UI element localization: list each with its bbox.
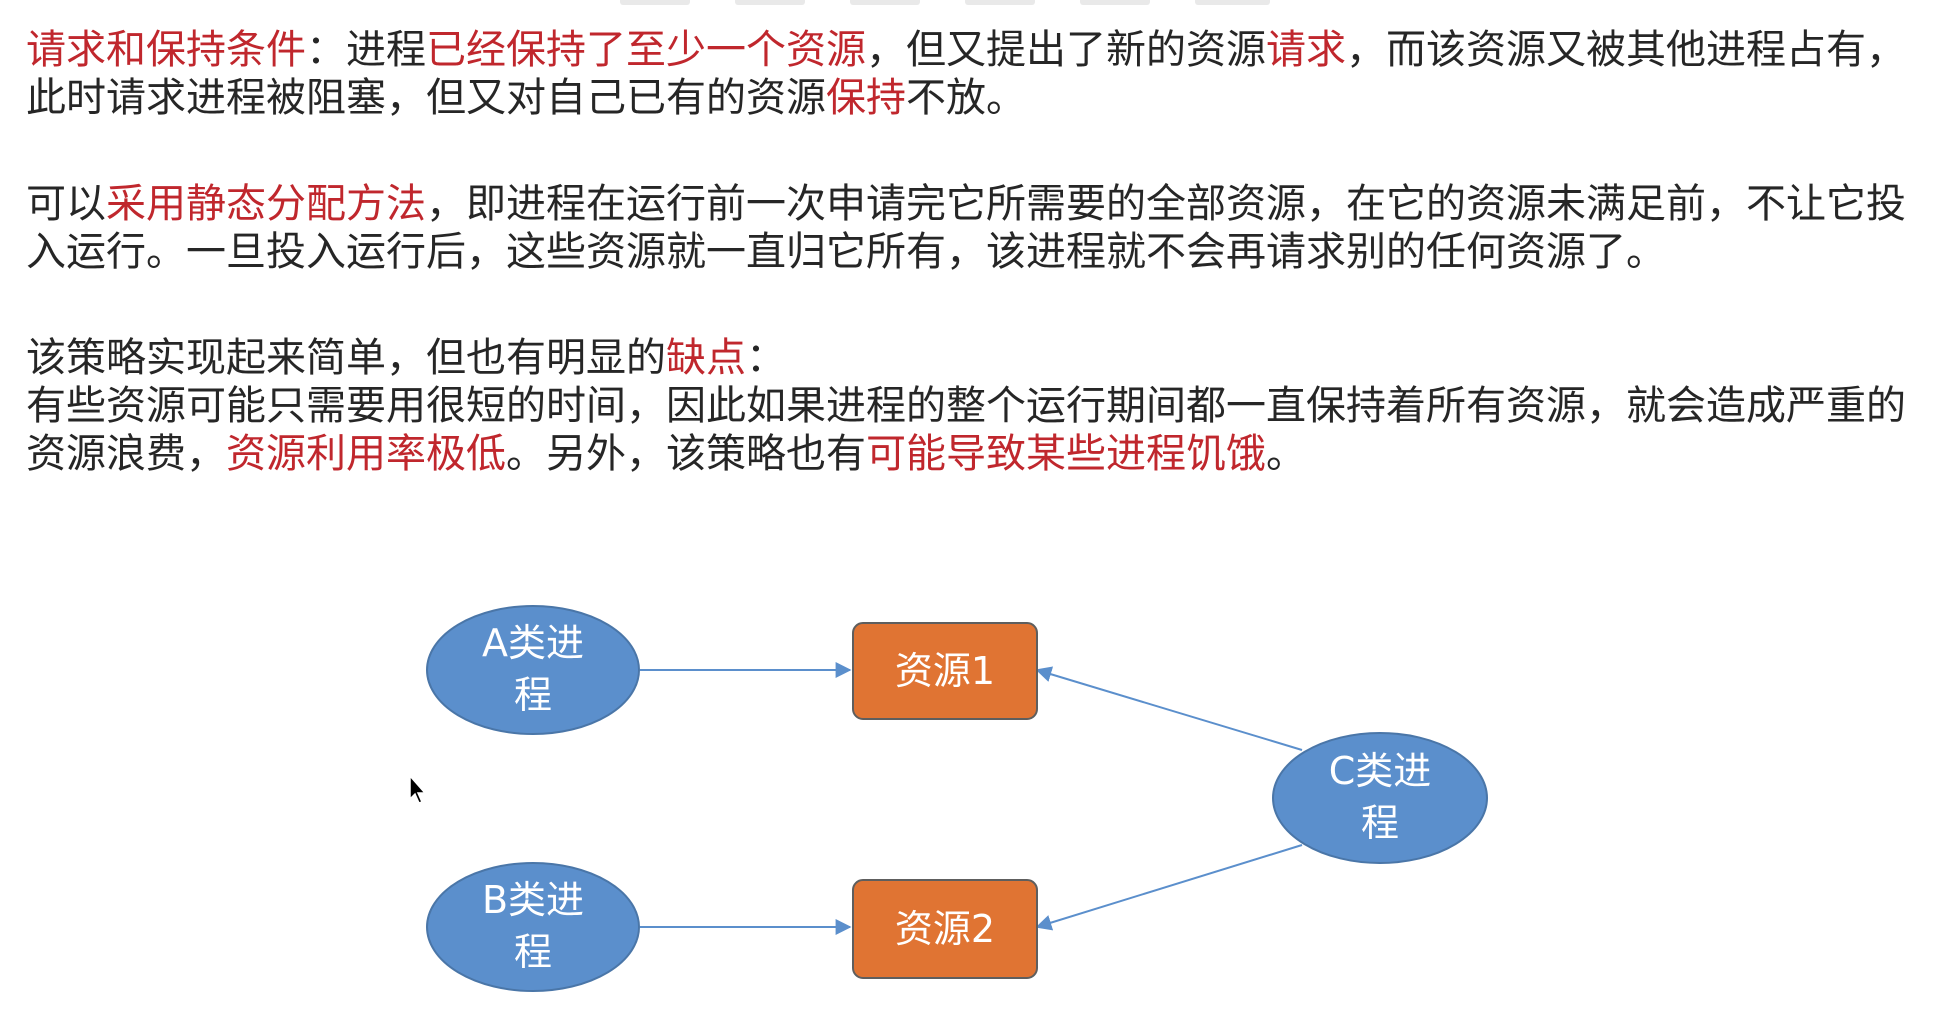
resource2-node: 资源2: [852, 879, 1038, 979]
text-segment: 。: [1266, 431, 1306, 477]
text-segment: ，即进程在运行前一次申请完它所需要的全部资源，在它的资源未满足前，不让它投入运行…: [26, 181, 1906, 275]
highlight-text: 缺点: [666, 335, 746, 381]
resource1-label: 资源1: [895, 649, 995, 693]
highlight-text: 已经保持了至少一个资源: [426, 27, 866, 73]
process-c-label: C类进: [1329, 749, 1432, 793]
process-b-node: B类进 程: [426, 862, 640, 992]
paragraph-drawback-detail: 有些资源可能只需要用很短的时间，因此如果进程的整个运行期间都一直保持着所有资源，…: [26, 382, 1906, 478]
text-segment: ：: [746, 335, 786, 381]
mouse-cursor-icon: [409, 775, 427, 804]
text-segment: 有些资源可能只需要用很短的时间，因此如果进程的整个运行期间都一直保持着所有资源，…: [26, 383, 1906, 477]
highlight-text: 请求: [1266, 27, 1346, 73]
highlight-text: 保持: [826, 75, 906, 121]
paragraph-static-allocation: 可以采用静态分配方法，即进程在运行前一次申请完它所需要的全部资源，在它的资源未满…: [26, 180, 1906, 276]
highlight-text: 采用静态分配方法: [106, 181, 426, 227]
process-b-label: B类进: [482, 878, 584, 922]
resource2-label: 资源2: [895, 907, 995, 951]
process-a-node: A类进 程: [426, 605, 640, 735]
text-segment: ：进程: [306, 27, 426, 73]
process-b-label-2: 程: [514, 930, 552, 974]
slide-text: 请求和保持条件：进程已经保持了至少一个资源，但又提出了新的资源请求，而该资源又被…: [26, 26, 1906, 478]
top-tab-strip: [0, 0, 1940, 8]
term-hold-and-wait: 请求和保持条件: [26, 27, 306, 73]
highlight-text: 可能导致某些进程饥饿: [866, 431, 1266, 477]
text-segment: 不放。: [906, 75, 1026, 121]
process-a-label: A类进: [482, 621, 584, 665]
resource1-node: 资源1: [852, 622, 1038, 720]
process-a-label-2: 程: [514, 673, 552, 717]
paragraph-hold-and-wait: 请求和保持条件：进程已经保持了至少一个资源，但又提出了新的资源请求，而该资源又被…: [26, 26, 1906, 122]
text-segment: 该策略实现起来简单，但也有明显的: [26, 335, 666, 381]
highlight-text: 资源利用率极低: [226, 431, 506, 477]
process-c-node: C类进 程: [1272, 732, 1488, 864]
text-segment: 。另外，该策略也有: [506, 431, 866, 477]
text-segment: ，而该资源又被其他进程占有，此时请求进程被阻塞，但又对自己已有的资源: [26, 27, 1906, 121]
arrow-c-to-resource1: [1035, 666, 1303, 751]
paragraph-drawback-intro: 该策略实现起来简单，但也有明显的缺点：: [26, 334, 1906, 382]
process-c-label-2: 程: [1361, 801, 1399, 845]
text-segment: 可以: [26, 181, 106, 227]
text-segment: ，但又提出了新的资源: [866, 27, 1266, 73]
arrow-c-to-resource2: [1035, 844, 1303, 931]
